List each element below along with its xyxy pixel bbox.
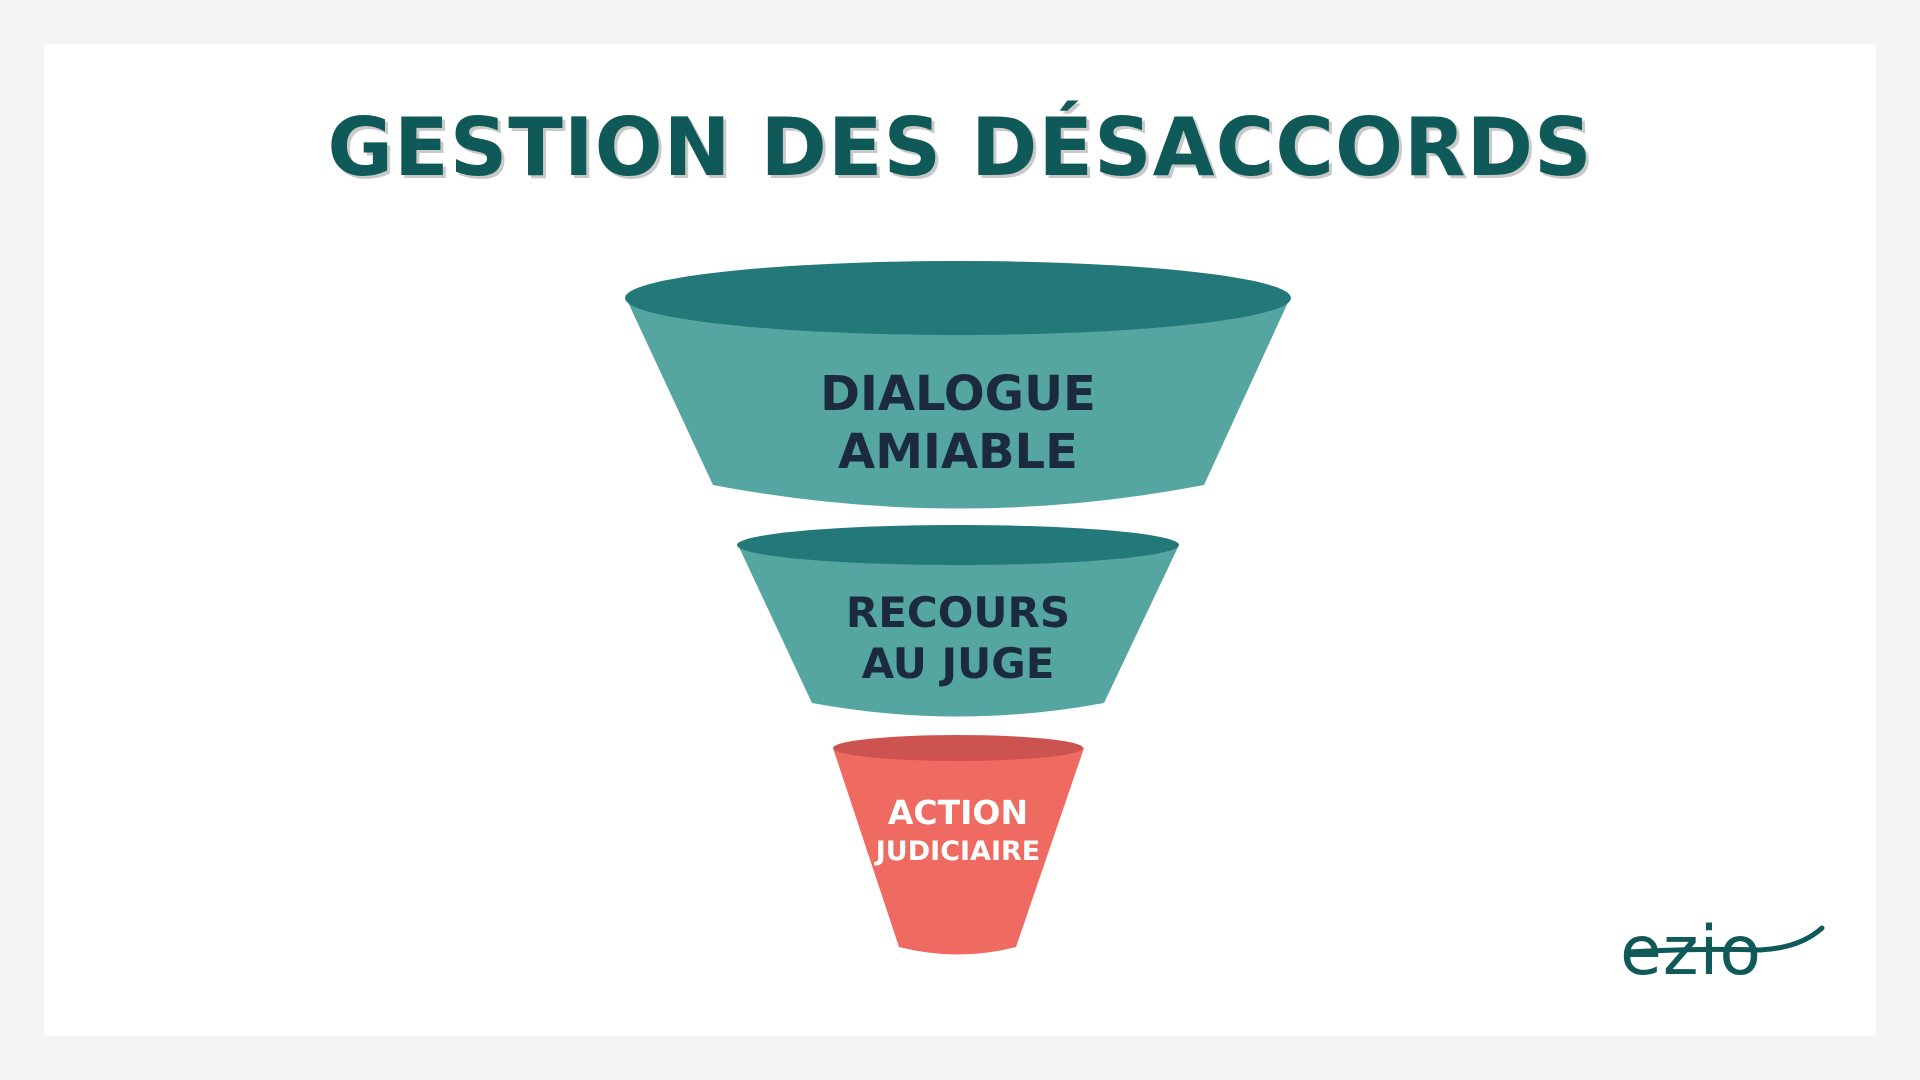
stage-1-label-line1: DIALOGUE <box>820 366 1096 422</box>
funnel-stage-action: ACTION JUDICIAIRE <box>833 735 1084 955</box>
funnel-stage-2-top <box>737 525 1179 565</box>
page-title: GESTION DES DÉSACCORDS <box>327 101 1593 194</box>
funnel-stage-recours: RECOURS AU JUGE <box>737 525 1179 717</box>
stage-1-label-line2: AMIABLE <box>838 424 1078 480</box>
funnel-stage-2-body <box>738 545 1179 717</box>
funnel-stage-1-top <box>625 261 1291 335</box>
stage-2-label-line2: AU JUGE <box>862 639 1055 688</box>
funnel-stage-1-body <box>626 298 1290 509</box>
ezio-logo: ezio <box>1620 912 1763 991</box>
stage-2-label-line1: RECOURS <box>846 588 1070 637</box>
funnel-stage-3-top <box>833 735 1083 761</box>
funnel-stage-3-body <box>833 748 1084 955</box>
funnel-stage-dialogue: DIALOGUE AMIABLE <box>625 261 1291 509</box>
stage-3-label-line1: ACTION <box>888 793 1028 832</box>
logo-swoosh-icon <box>1625 925 1825 955</box>
stage-3-label-line2: JUDICIAIRE <box>874 836 1040 867</box>
